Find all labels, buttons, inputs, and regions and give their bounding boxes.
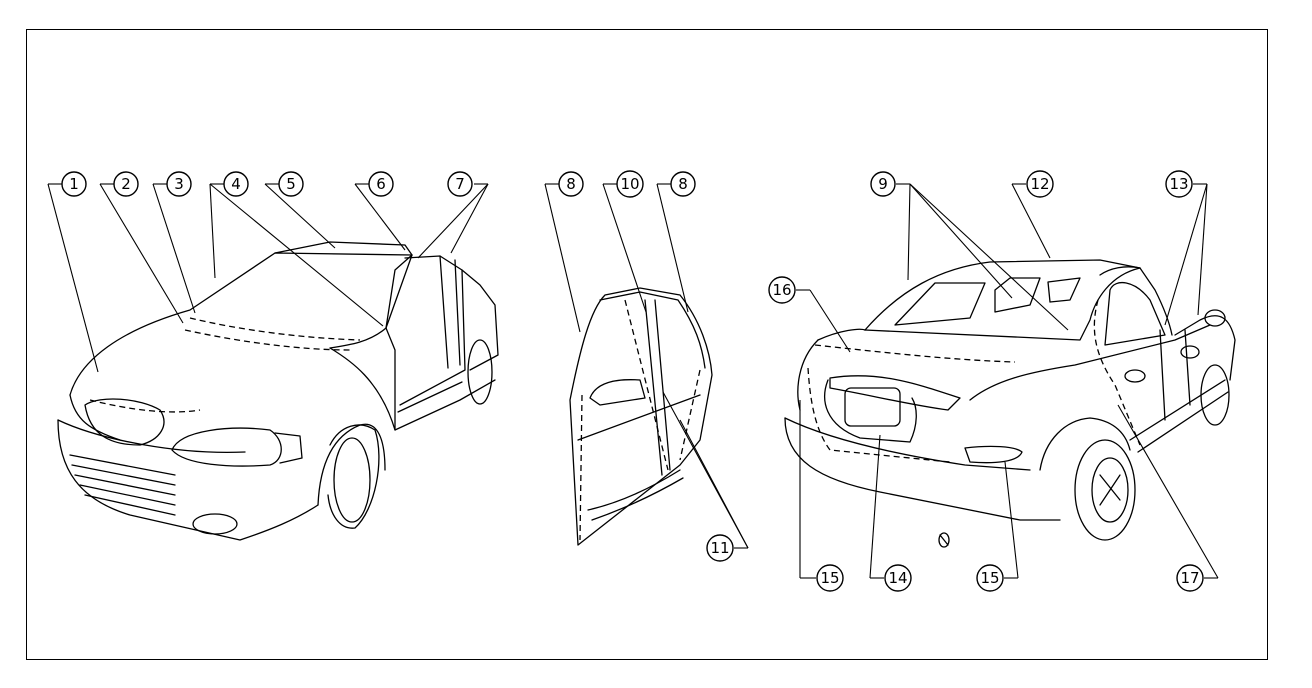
callout-13: 13: [1165, 170, 1193, 198]
svg-text:9: 9: [878, 175, 888, 193]
callout-6: 6: [368, 171, 394, 197]
door-illustration: [569, 287, 713, 546]
svg-text:10: 10: [620, 175, 639, 193]
svg-text:14: 14: [888, 569, 907, 587]
svg-text:11: 11: [710, 539, 729, 557]
callout-15b: 15: [976, 564, 1004, 592]
front-car-illustration: [57, 241, 499, 541]
svg-text:8: 8: [566, 175, 576, 193]
diagram-frame: [26, 29, 1268, 660]
svg-text:16: 16: [772, 281, 791, 299]
svg-text:15: 15: [980, 569, 999, 587]
svg-text:17: 17: [1180, 569, 1199, 587]
svg-text:8: 8: [678, 175, 688, 193]
svg-text:2: 2: [121, 175, 131, 193]
callout-16: 16: [768, 276, 796, 304]
callout-9: 9: [870, 171, 896, 197]
callout-2: 2: [113, 171, 139, 197]
svg-text:5: 5: [286, 175, 296, 193]
svg-text:7: 7: [455, 175, 465, 193]
callout-7: 7: [447, 171, 473, 197]
svg-text:13: 13: [1169, 175, 1188, 193]
callout-8b: 8: [670, 171, 696, 197]
callout-10: 10: [616, 170, 644, 198]
callout-5: 5: [278, 171, 304, 197]
callout-3: 3: [166, 171, 192, 197]
callout-8a: 8: [558, 171, 584, 197]
callout-4: 4: [223, 171, 249, 197]
callout-15a: 15: [816, 564, 844, 592]
svg-text:15: 15: [820, 569, 839, 587]
svg-text:4: 4: [231, 175, 241, 193]
svg-text:1: 1: [69, 175, 79, 193]
svg-text:12: 12: [1030, 175, 1049, 193]
callout-12: 12: [1026, 170, 1054, 198]
rear-car-illustration: [784, 259, 1236, 548]
svg-text:6: 6: [376, 175, 386, 193]
svg-text:3: 3: [174, 175, 184, 193]
callout-1: 1: [61, 171, 87, 197]
callout-14: 14: [884, 564, 912, 592]
leader-lines: [47, 183, 1219, 579]
callout-17: 17: [1176, 564, 1204, 592]
callout-11: 11: [706, 534, 734, 562]
